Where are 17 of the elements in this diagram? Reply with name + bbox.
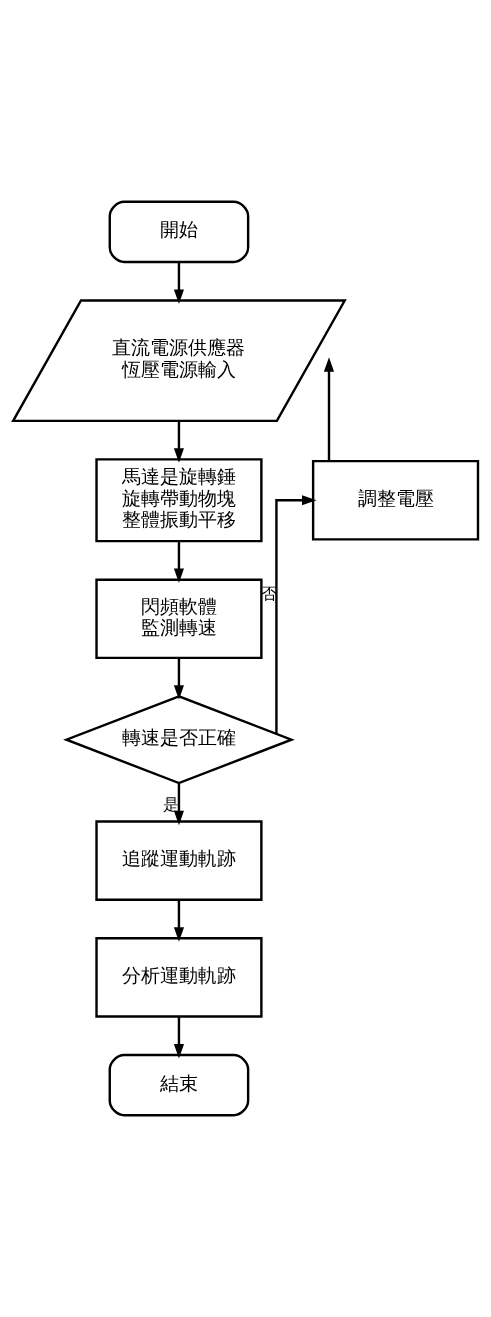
arrow bbox=[173, 658, 184, 700]
node-box: 調整電壓 bbox=[311, 459, 480, 541]
arrow bbox=[173, 262, 184, 304]
node-box: 馬達是旋轉錘旋轉帶動物塊整體振動平移 bbox=[95, 458, 263, 543]
node-box: 閃頻軟體監測轉速 bbox=[95, 578, 263, 660]
node-box: 結束 bbox=[108, 1053, 250, 1117]
arrow bbox=[173, 421, 184, 463]
arrow bbox=[275, 495, 317, 734]
node-box: 追蹤運動軌跡 bbox=[95, 820, 263, 901]
arrow bbox=[173, 541, 184, 583]
node-diamond: 轉速是否正確 bbox=[63, 695, 295, 785]
node-box: 分析運動軌跡 bbox=[95, 937, 263, 1018]
arrow bbox=[173, 1016, 184, 1059]
node-box: 開始 bbox=[108, 200, 250, 264]
arrow bbox=[323, 357, 335, 461]
arrow bbox=[173, 899, 184, 942]
arrow bbox=[173, 783, 184, 826]
